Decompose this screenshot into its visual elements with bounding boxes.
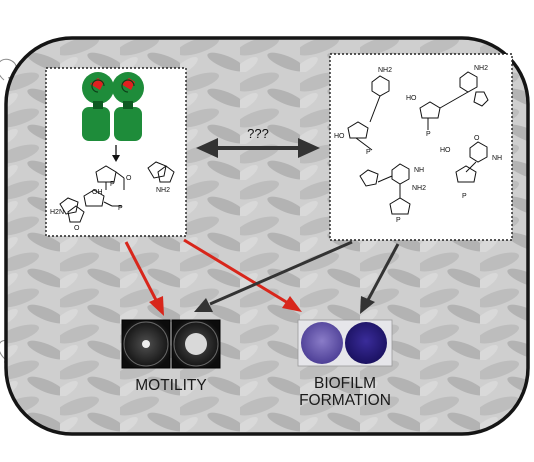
p-label: P [462,193,467,200]
p-label: P [396,217,401,224]
o-label: O [474,135,480,142]
dark-arrows [194,240,400,314]
ho-label: HO [440,147,451,154]
nh2-label: NH2 [156,187,170,194]
ho-label: HO [334,133,345,140]
biofilm-wells [297,319,393,367]
nucleotides-structure [347,71,489,215]
nh2-label: NH2 [378,67,392,74]
o-label: O [126,175,132,182]
c-di-gmp-labels: P P O OH NH2 H2N O [50,175,170,232]
right-panel-box [329,53,513,241]
nh2-label: NH2 [474,65,488,72]
p-label: P [110,181,115,188]
ho-label: HO [406,95,417,102]
oh-label: OH [92,189,103,196]
nh-label: NH [414,167,424,174]
enzyme-dimer [82,72,144,141]
red-arrows [124,238,302,316]
nucleotides-labels: NH2 NH2 HO P P HO NH NH2 P O HO P NH [334,65,502,224]
unknown-relation-arrow [196,138,320,158]
p-label: P [366,149,371,156]
p-label: P [118,205,123,212]
nh2-label: NH2 [412,185,426,192]
biofilm-label-line1: BIOFILM [314,375,376,392]
nh-label: NH [492,155,502,162]
unknown-label: ??? [247,126,269,141]
h2n-label: H2N [50,209,64,216]
motility-label: MOTILITY [135,377,206,394]
o-label: O [74,225,80,232]
c-di-gmp-structure [59,161,175,223]
p-label: P [426,131,431,138]
biofilm-label-line2: FORMATION [299,392,391,409]
enzyme-product-arrow [112,145,120,162]
motility-plates [121,319,221,369]
